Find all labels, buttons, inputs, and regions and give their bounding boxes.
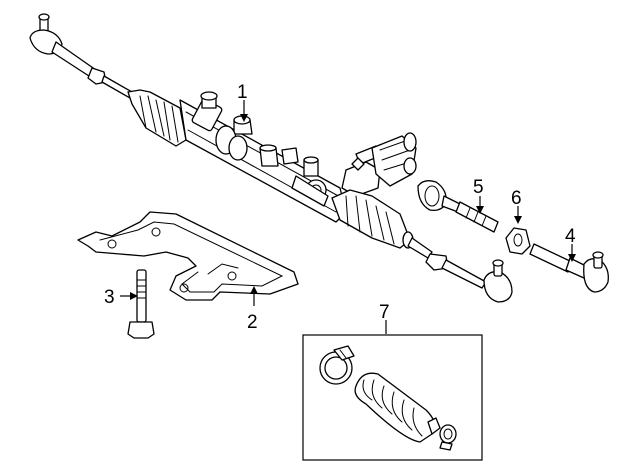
boot-clamp xyxy=(319,345,355,385)
part-4-outer-tie-rod-end xyxy=(529,243,609,293)
callout-2: 2 xyxy=(247,312,258,333)
small-boot-clamp xyxy=(439,424,457,451)
part-5-inner-tie-rod xyxy=(417,180,499,233)
callout-5: 5 xyxy=(473,177,484,198)
callout-leaders xyxy=(120,100,576,334)
left-bellows-boot xyxy=(127,89,187,147)
left-outer-tie-rod-end xyxy=(29,13,133,99)
replacement-bellows-boot xyxy=(354,372,441,443)
part-2-mounting-bracket xyxy=(77,211,299,301)
callout-6: 6 xyxy=(511,188,522,209)
steering-rack-housing xyxy=(179,91,347,223)
callout-1: 1 xyxy=(237,82,248,103)
callout-7: 7 xyxy=(379,302,390,323)
right-tie-rod-assembly xyxy=(407,237,513,303)
part-7-inset-box xyxy=(302,334,483,461)
callout-4: 4 xyxy=(565,226,576,247)
part-6-jam-nut xyxy=(505,227,531,255)
callout-3: 3 xyxy=(104,287,115,308)
right-bellows-boot xyxy=(331,189,414,249)
pinion-valve-housing xyxy=(341,132,417,197)
part-3-bolt xyxy=(127,269,155,339)
